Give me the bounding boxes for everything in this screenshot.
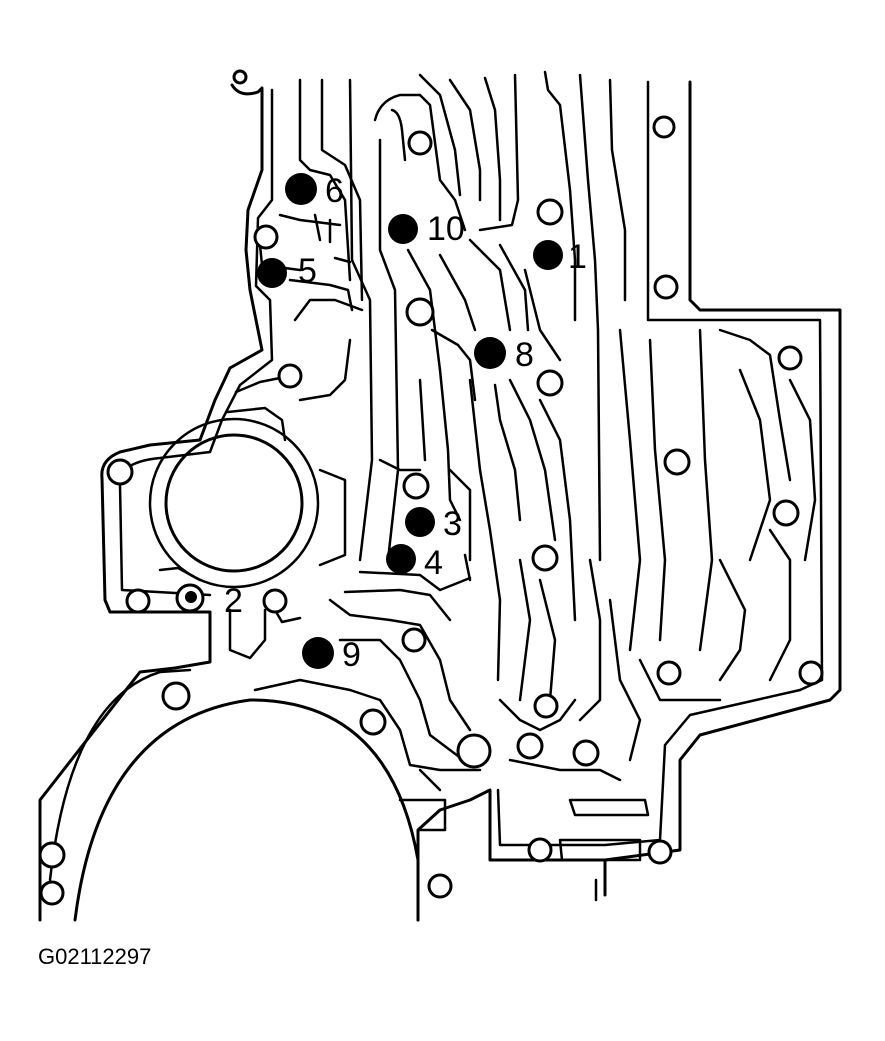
ball-labels: 1 2 3 4 5 6 8 9 10 [224, 172, 587, 674]
ball-label-8: 8 [515, 336, 534, 374]
large-bore [164, 433, 304, 573]
lower-bore-arc [73, 698, 420, 922]
large-bore-rim [148, 417, 320, 589]
ball-label-2: 2 [224, 582, 243, 620]
valve-body-outline [38, 80, 842, 922]
ball-label-6: 6 [325, 172, 344, 210]
fluid-passages [158, 70, 817, 902]
check-ball-9 [302, 637, 334, 669]
ball-label-4: 4 [424, 544, 443, 582]
check-ball-8 [474, 337, 506, 369]
check-ball-5 [257, 258, 287, 288]
check-ball-4 [386, 544, 416, 574]
check-ball-2 [185, 591, 197, 603]
ball-label-9: 9 [342, 636, 361, 674]
lower-bore-arc-outer [48, 668, 192, 882]
ball-label-5: 5 [298, 252, 317, 290]
check-ball-10 [388, 214, 418, 244]
open-holes [38, 69, 824, 906]
ball-label-1: 1 [568, 238, 587, 276]
check-ball-1 [533, 240, 563, 270]
ball-label-10: 10 [427, 210, 465, 248]
check-ball-6 [285, 173, 317, 205]
figure-code: G02112297 [38, 944, 152, 969]
check-ball-3 [405, 507, 435, 537]
check-balls [185, 173, 563, 669]
ball-label-3: 3 [443, 505, 462, 543]
